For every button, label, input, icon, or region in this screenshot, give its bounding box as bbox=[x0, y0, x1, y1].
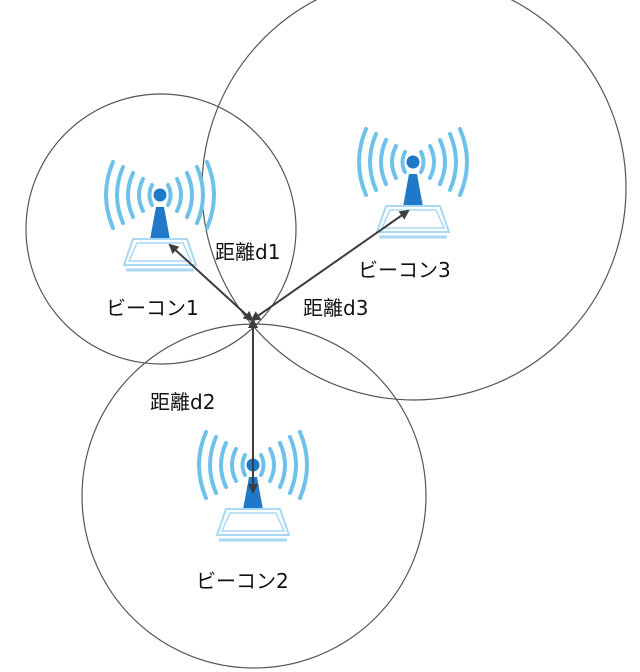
beacon-1-icon bbox=[106, 162, 214, 270]
beacon-2-label: ビーコン2 bbox=[196, 569, 289, 593]
beacon-3-label: ビーコン3 bbox=[358, 258, 451, 282]
distance-arrow-d1 bbox=[168, 243, 254, 322]
distance-d3-label: 距離d3 bbox=[303, 296, 369, 320]
beacon-3-icon bbox=[359, 129, 467, 237]
beacon-1-label: ビーコン1 bbox=[106, 296, 199, 320]
distance-d1-label: 距離d1 bbox=[215, 240, 281, 264]
distance-d2-label: 距離d2 bbox=[150, 390, 216, 414]
distance-arrow-d3 bbox=[250, 209, 410, 322]
